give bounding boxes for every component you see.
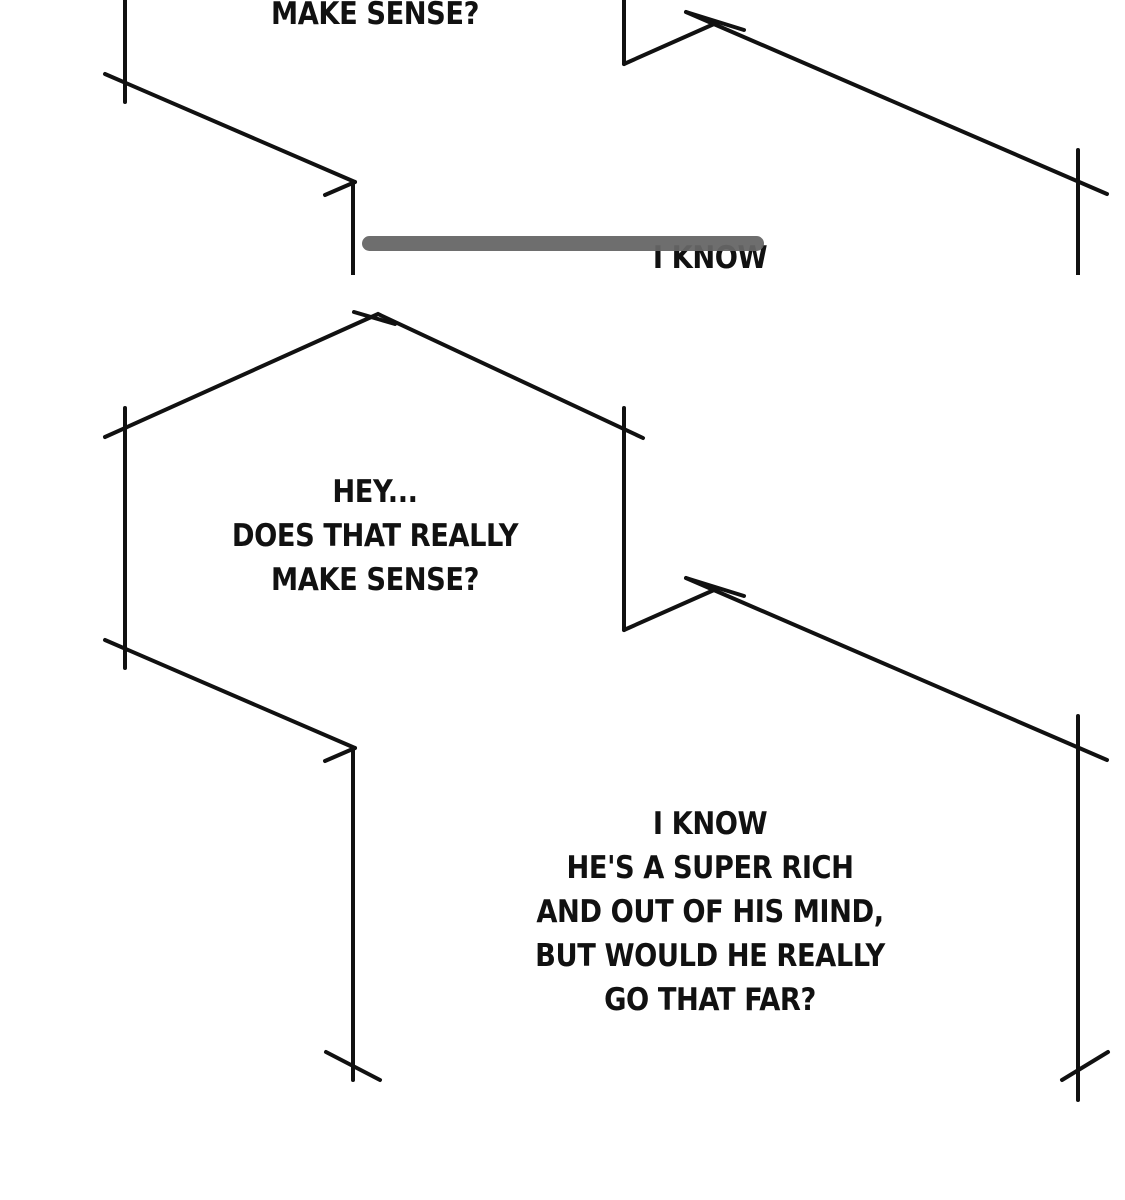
bubble-line: MAKE SENSE? bbox=[271, 562, 479, 598]
speech-bubbles-outline-preview bbox=[103, 0, 1109, 275]
comic-panel-preview: HEY... DOES THAT REALLY MAKE SENSE? I KN… bbox=[0, 0, 1125, 275]
bubble-line: BUT WOULD HE REALLY bbox=[535, 938, 885, 974]
speech-bubble-text-2: I KNOW HE'S A SUPER RICH AND OUT OF HIS … bbox=[480, 802, 940, 1022]
scroll-progress-bar[interactable] bbox=[362, 236, 764, 251]
bubble-line: GO THAT FAR? bbox=[604, 982, 816, 1018]
speech-bubble-text-1: HEY... DOES THAT REALLY MAKE SENSE? bbox=[170, 470, 580, 602]
bubble-line: HEY... bbox=[332, 474, 418, 510]
bubble-line: DOES THAT REALLY bbox=[231, 518, 519, 554]
speech-bubble-text-preview: HEY... DOES THAT REALLY MAKE SENSE? bbox=[271, 0, 479, 32]
bubble-line: HE'S A SUPER RICH bbox=[566, 850, 854, 886]
previous-page-preview: HEY... DOES THAT REALLY MAKE SENSE? I KN… bbox=[0, 0, 1125, 275]
bubble-line: AND OUT OF HIS MIND, bbox=[536, 894, 884, 930]
bubble-line: I KNOW bbox=[652, 806, 768, 842]
